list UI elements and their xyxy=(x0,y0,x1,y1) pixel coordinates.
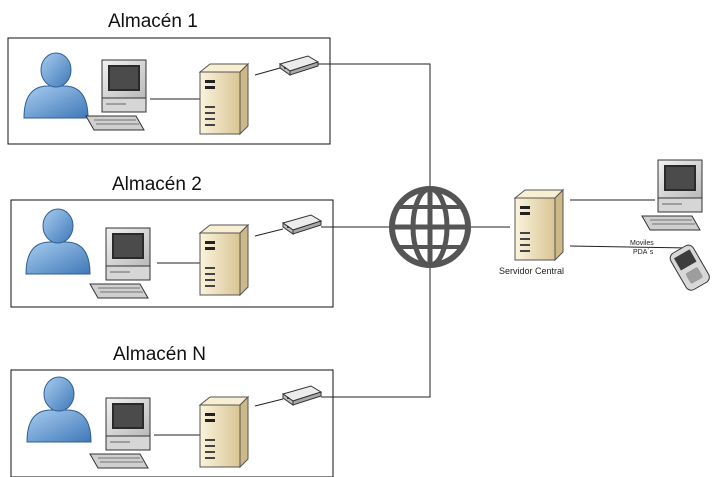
desktop-computer-icon xyxy=(89,227,151,299)
user-icon xyxy=(23,52,89,119)
central-server-label: Servidor Central xyxy=(499,266,565,276)
warehouse-box-1 xyxy=(7,37,331,145)
warehouse-box-3 xyxy=(10,369,334,477)
modem-icon xyxy=(282,214,322,235)
globe-network-icon xyxy=(389,186,471,268)
server-tower-icon xyxy=(199,224,249,296)
central-server-icon xyxy=(514,189,564,261)
server-tower-icon xyxy=(199,63,249,135)
warehouse-title-3: Almacén N xyxy=(113,344,206,365)
modem-icon xyxy=(282,385,322,406)
warehouse-title-2: Almacén 2 xyxy=(112,174,202,195)
warehouse-title-1: Almacén 1 xyxy=(108,11,198,32)
desktop-computer-icon xyxy=(89,397,151,469)
connection-lines xyxy=(150,63,691,436)
desktop-computer-icon xyxy=(85,59,147,131)
mobile-pda-icon xyxy=(669,244,710,291)
modem-icon xyxy=(279,55,319,76)
warehouse-box-2 xyxy=(10,199,334,308)
server-tower-icon xyxy=(199,396,249,468)
user-icon xyxy=(26,376,92,443)
user-icon xyxy=(25,208,91,275)
desktop-computer-icon xyxy=(641,159,703,231)
mobile-label-line2: PDA´s xyxy=(633,249,654,256)
mobile-label-line1: Moviles xyxy=(630,240,654,247)
